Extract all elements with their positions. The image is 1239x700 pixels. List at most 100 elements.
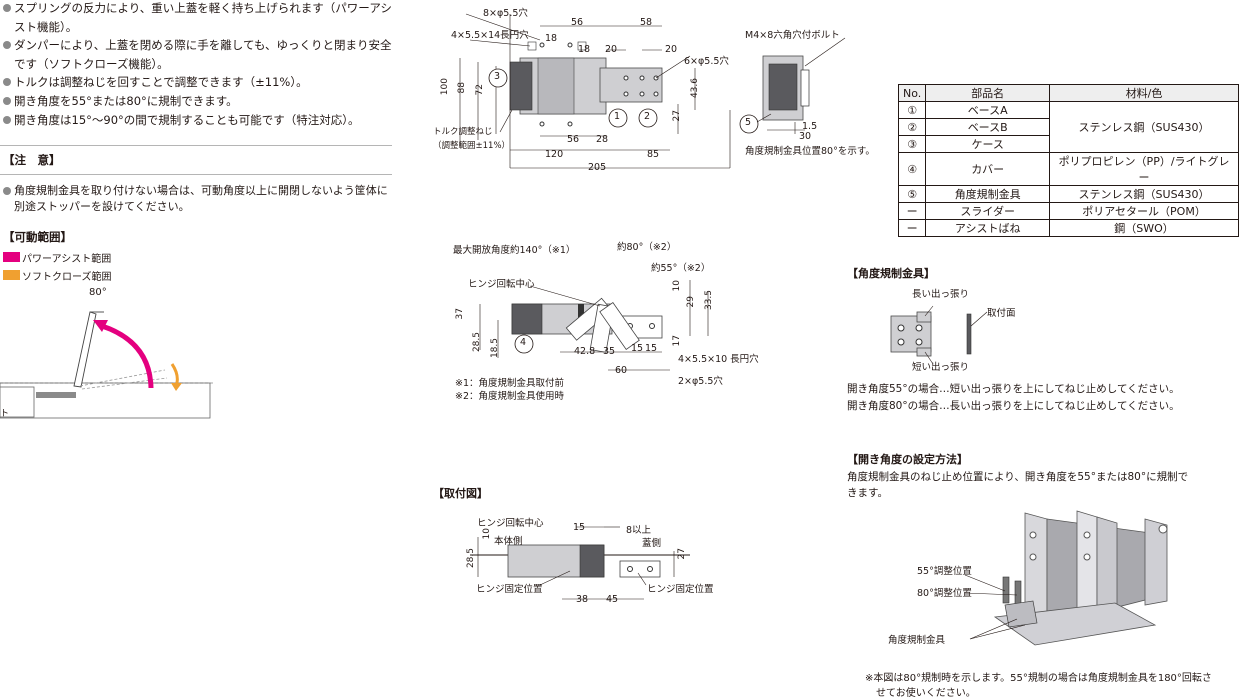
- torque-label: トルク調整ねじ: [433, 127, 493, 137]
- mount-pivot-label: ヒンジ回転中心: [477, 518, 544, 529]
- bullet-icon: [3, 4, 11, 12]
- dim-28: 28: [596, 134, 609, 145]
- dim-58: 58: [640, 17, 653, 28]
- dim-37: 37: [455, 308, 465, 320]
- table-row: ① ベースA ステンレス鋼（SUS430）: [897, 101, 1239, 153]
- circle-4: 4: [520, 337, 527, 348]
- long-tab-label: 長い出っ張り: [912, 289, 970, 300]
- dim-56: 56: [571, 17, 584, 28]
- col-part-name: 部品名: [925, 84, 1051, 102]
- holes-label: 2×φ5.5穴: [678, 376, 723, 387]
- feature-item: 開き角度を55°または80°に規制できます。: [3, 92, 395, 111]
- table-row: ④ カバー ポリプロピレン（PP）/ライトグレー: [897, 152, 1239, 186]
- col-no: No.: [897, 84, 927, 102]
- dim-43-6: 43.6: [690, 78, 700, 99]
- dim-56b: 56: [567, 134, 580, 145]
- top-drawing: [459, 13, 731, 169]
- fix-left-label: ヒンジ固定位置: [476, 584, 543, 595]
- feature-item: ダンパーにより、上蓋を閉める際に手を離しても、ゆっくりと閉まり安全です（ソフトク…: [3, 36, 395, 73]
- dim-72: 72: [475, 84, 485, 96]
- dim-10: 10: [672, 280, 682, 292]
- note-2: ※2：角度規制金具使用時: [455, 391, 565, 402]
- circle-3: 3: [494, 71, 501, 82]
- dim-28-5: 28.5: [472, 332, 482, 353]
- dim-18-5: 18.5: [490, 338, 500, 359]
- dim-205: 205: [588, 162, 607, 173]
- dim-60: 60: [615, 365, 628, 376]
- side-view-note: 角度規制金具位置80°を示す。: [745, 146, 875, 157]
- dim-29: 29: [686, 296, 696, 308]
- range-angle-label: 80°: [89, 287, 107, 298]
- note-80: 開き角度80°の場合…長い出っ張りを上にしてねじ止めしてください。: [847, 400, 1180, 412]
- dim-42-8: 42.8: [574, 346, 596, 357]
- features: スプリングの反力により、重い上蓋を軽く持ち上げられます（パワーアシスト機能）。 …: [3, 0, 395, 129]
- feature-item: 開き角度は15°～90°の間で規制することも可能です（特注対応）。: [3, 111, 395, 130]
- dim-1-5: 1.5: [802, 121, 818, 132]
- holes-top-label: 8×φ5.5穴: [483, 8, 528, 19]
- angle-bracket-heading: 【角度規制金具】: [847, 267, 935, 280]
- power-assist-label: パワーアシスト範囲: [22, 254, 112, 265]
- dim-15b: 15: [645, 343, 658, 354]
- bullet-icon: [3, 41, 11, 50]
- dim-35: 35: [603, 346, 616, 357]
- setting-text-1: 角度規制金具のねじ止め位置により、開き角度を55°または80°に規制で: [847, 471, 1189, 483]
- setting-text-2: きます。: [847, 487, 888, 499]
- dim-20a: 20: [605, 44, 618, 55]
- mount-dim-45: 45: [606, 594, 619, 605]
- mount-dim-38: 38: [576, 594, 589, 605]
- note-55: 開き角度55°の場合…短い出っ張りを上にしてねじ止めしてください。: [847, 383, 1180, 395]
- circle-5: 5: [745, 117, 752, 128]
- bullet-icon: [3, 96, 11, 105]
- dim-33-5: 33.5: [704, 290, 714, 311]
- dim-85: 85: [647, 149, 660, 160]
- setting-heading: 【開き角度の設定方法】: [847, 453, 968, 466]
- dim-100: 100: [440, 78, 450, 96]
- angle-bracket-drawing: [890, 305, 988, 365]
- slot-label: 4×5.5×14長円穴: [451, 30, 529, 41]
- feature-item: スプリングの反力により、重い上蓋を軽く持ち上げられます（パワーアシスト機能）。: [3, 0, 395, 36]
- divider: [0, 174, 392, 175]
- slots-label: 4×5.5×10 長円穴: [678, 354, 759, 365]
- power-assist-swatch: [3, 252, 20, 262]
- mount-dim-15: 15: [573, 522, 586, 533]
- dim-27: 27: [672, 110, 682, 122]
- divider: [0, 145, 392, 146]
- bolt-label: M4×8六角穴付ボルト: [745, 30, 840, 41]
- pivot-label: ヒンジ回転中心: [468, 279, 535, 290]
- body-side-label: 本体側: [494, 536, 523, 547]
- angle-55-label: 約55°（※2）: [651, 263, 711, 274]
- col-material: 材料/色: [1049, 84, 1239, 102]
- note-1: ※1：角度規制金具取付前: [455, 378, 565, 389]
- caution-heading: 【注 意】: [3, 153, 61, 167]
- fix-right-label: ヒンジ固定位置: [647, 584, 714, 595]
- table-row: ⑤ 角度規制金具 ステンレス鋼（SUS430）: [897, 185, 1239, 203]
- dim-30: 30: [799, 131, 812, 142]
- hinge-3d-drawing: [964, 510, 1168, 646]
- mount-dim-10: 10: [482, 528, 492, 540]
- torque-range-label: （調整範囲±11%）: [433, 141, 511, 151]
- setting-note-2: せてお使いください。: [876, 688, 976, 699]
- bullet-icon: [3, 78, 11, 87]
- open-angle-drawing: [479, 280, 709, 371]
- mount-dim-27: 27: [677, 548, 687, 560]
- feature-item: トルクは調整ねじを回すことで調整できます（±11%）。: [3, 73, 395, 92]
- side-view-drawing: [739, 37, 846, 134]
- table-header-row: No. 部品名 材料/色: [897, 84, 1239, 102]
- parts-table: No. 部品名 材料/色 ① ベースA ステンレス鋼（SUS430） ② ベース…: [897, 84, 1239, 237]
- bracket-label: 角度規制金具: [888, 635, 946, 646]
- circle-2: 2: [644, 111, 651, 122]
- caution-text: 角度規制金具を取り付けない場合は、可動角度以上に開閉しないよう筐体に別途ストッパ…: [3, 183, 395, 215]
- holes-right-label: 6×φ5.5穴: [684, 56, 729, 67]
- soft-close-label: ソフトクローズ範囲: [22, 272, 112, 283]
- range-diagram: ト: [0, 311, 215, 419]
- position-55-label: 55°調整位置: [917, 566, 972, 577]
- dim-88: 88: [457, 82, 467, 94]
- dim-20b: 20: [665, 44, 678, 55]
- mount-dim-28-5: 28.5: [466, 548, 476, 569]
- dim-18a: 18: [545, 33, 558, 44]
- mount-face-label: 取付面: [987, 308, 1016, 319]
- dim-15a: 15: [631, 343, 644, 354]
- table-row: ー スライダー ポリアセタール（POM）: [897, 202, 1239, 220]
- bullet-icon: [3, 187, 11, 195]
- bullet-icon: [3, 115, 11, 124]
